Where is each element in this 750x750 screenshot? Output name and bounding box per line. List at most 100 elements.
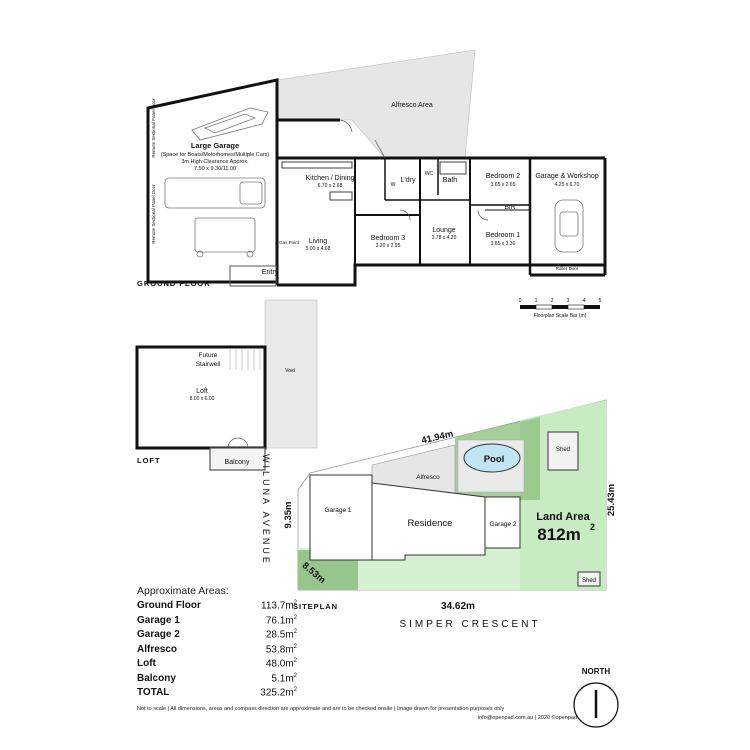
scale-tick-2: 2: [551, 298, 554, 304]
shed-top: [547, 431, 579, 471]
scale-tick-0: 0: [519, 298, 522, 304]
balcony-door-icon: [227, 437, 249, 449]
wc-label: WC: [425, 171, 434, 177]
garage1-label: Garage 1: [324, 507, 351, 514]
area-name: Ground Floor: [137, 600, 201, 611]
siteplan-alfresco-label: Alfresco: [416, 474, 440, 481]
balcony-outline: [209, 447, 266, 471]
footer-line-1: Not to scale | All dimensions, areas and…: [137, 706, 505, 712]
area-value: 325.2m2: [260, 687, 297, 699]
bedroom2-label: Bedroom 2: [486, 173, 520, 180]
area-value: 28.5m2: [265, 629, 297, 641]
bedroom1-label: Bedroom 1: [486, 232, 520, 239]
land-area-value: 812m: [537, 525, 580, 544]
garage-workshop-dims: 4.25 x 6.70: [555, 182, 580, 188]
shed-top-label: Shed: [556, 447, 570, 453]
pool-label: Pool: [484, 454, 505, 465]
workshop-car-sketch: [554, 199, 584, 253]
loft-room-label: Loft: [196, 388, 208, 395]
balcony-label: Balcony: [225, 459, 250, 466]
siteplan-title: SITEPLAN: [293, 602, 338, 611]
area-value: 5.1m2: [271, 672, 297, 684]
large-garage-note1: (Space for Boats/Motorhomes/Multiple Car…: [161, 152, 270, 158]
north-label: NORTH: [582, 667, 611, 676]
area-value: 53.8m2: [265, 643, 297, 655]
bedroom2-dims: 3.65 x 2.65: [491, 182, 516, 188]
loft-title: LOFT: [137, 456, 161, 465]
area-value: 48.0m2: [265, 658, 297, 670]
kitchen-dims: 6.70 x 2.68: [318, 183, 343, 189]
large-garage-note2: 3m High Clearance Approx.: [181, 159, 249, 165]
area-value: 76.1m2: [265, 614, 297, 626]
footer-disclaimer: Not to scale | All dimensions, areas and…: [137, 705, 577, 723]
kitchen-label: Kitchen / Dining: [305, 175, 354, 182]
loft-room-dims: 8.00 x 6.00: [190, 396, 215, 402]
dim-bottom-label: 34.62m: [441, 601, 475, 612]
area-row: Garage 1 76.1m2: [137, 615, 297, 630]
void-label: Void: [285, 368, 295, 374]
future-stairwell-label-1: Future: [199, 352, 218, 359]
door-swings: [339, 119, 489, 221]
footer-line-2: info@openpad.com.au | 2020 ©openpad: [477, 715, 577, 721]
boat-sketch: [191, 107, 269, 141]
scale-tick-4: 4: [583, 298, 586, 304]
roller-door-label: Roller Door: [556, 266, 579, 271]
areas-heading: Approximate Areas:: [137, 585, 229, 597]
street-bottom-label: SIMPER CRESCENT: [399, 619, 540, 630]
area-row: Garage 2 28.5m2: [137, 629, 297, 644]
w-label: W: [391, 182, 396, 188]
gas-point-label: Gas Point: [279, 240, 300, 245]
house-walls: [275, 118, 607, 287]
remote-door-label-1: Remote Sectional Panel Door: [151, 98, 156, 158]
area-name: Garage 2: [137, 629, 180, 640]
loft-plan: [135, 299, 318, 471]
area-name: Alfresco: [137, 643, 178, 655]
area-name: Garage 1: [137, 614, 180, 626]
void-area: [264, 299, 318, 449]
street-left-label: WILUNA AVENUE: [261, 454, 271, 566]
lawn-right: [520, 400, 606, 590]
area-row-total: TOTAL 325.2m2: [137, 687, 297, 702]
future-stairwell-label-2: Stairwell: [196, 361, 221, 368]
area-row: Alfresco 53.8m2: [137, 644, 297, 659]
land-area-label: Land Area: [536, 511, 590, 523]
area-row: Loft 48.0m2: [137, 658, 297, 673]
large-garage-dims: 7.50 x 9.30/11.00: [194, 166, 236, 172]
lounge-label: Lounge: [432, 227, 455, 234]
bedroom3-dims: 3.20 x 2.95: [376, 243, 401, 249]
bedroom3-label: Bedroom 3: [371, 235, 405, 242]
scale-bar: [520, 304, 600, 310]
area-name: TOTAL: [137, 687, 170, 698]
compass-icon: [573, 682, 619, 728]
dim-right-label: 25.43m: [606, 484, 617, 516]
scale-tick-5: 5: [599, 298, 602, 304]
approximate-areas-table: Approximate Areas: Ground Floor 113.7m2 G…: [137, 585, 297, 702]
pool-water: [463, 443, 521, 473]
living-dims: 5.00 x 4.68: [306, 246, 331, 252]
alfresco-area-label: Alfresco Area: [391, 102, 433, 109]
garage1-building: [309, 474, 373, 561]
ground-floor-title: GROUND FLOOR: [137, 279, 211, 288]
area-name: Loft: [137, 658, 156, 669]
bedroom1-dims: 3.65 x 3.30: [491, 241, 516, 247]
entry-step: [229, 265, 277, 287]
living-label: Living: [309, 238, 327, 245]
remote-door-label-2: Remote Sectional Panel Door: [151, 184, 156, 244]
stairwell-lines: [229, 349, 261, 370]
land-area-sup: 2: [590, 522, 595, 532]
bir-label: BIR: [505, 204, 516, 211]
scale-tick-3: 3: [567, 298, 570, 304]
scale-bar-label: Floorplan Scale Bar (m): [534, 313, 587, 319]
entry-label: Entry: [262, 269, 279, 276]
area-value: 113.7m2: [261, 600, 297, 612]
shed-bottom-label: Shed: [582, 578, 596, 584]
scale-tick-1: 1: [535, 298, 538, 304]
lounge-dims: 3.78 x 4.20: [432, 235, 457, 241]
ground-floor-plan: [146, 49, 607, 287]
area-row: Ground Floor 113.7m2: [137, 600, 297, 615]
laundry-label: L'dry: [401, 177, 416, 184]
bath-label: Bath: [443, 177, 458, 184]
garage2-building: [484, 496, 521, 549]
